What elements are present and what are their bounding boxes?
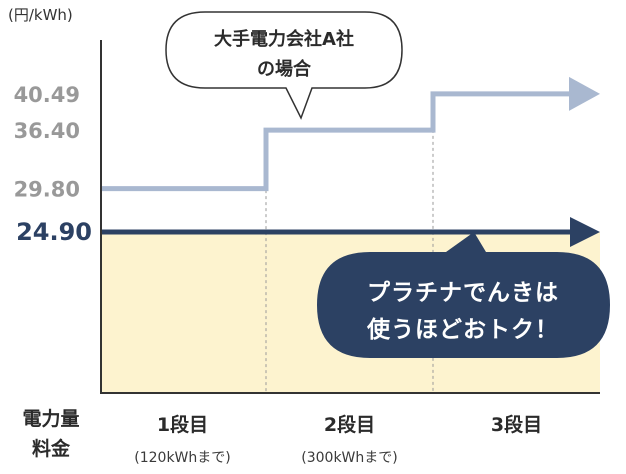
category-label: 2段目 xyxy=(324,413,375,436)
callout-text: の場合 xyxy=(257,58,312,80)
y-tick-label: 40.49 xyxy=(14,83,80,107)
callout-bubble-shape xyxy=(165,11,403,120)
x-axis-label: 電力量 xyxy=(22,407,79,430)
y-tick-label: 29.80 xyxy=(14,178,80,202)
promo-text: 使うほどおトク！ xyxy=(366,317,559,343)
flat-line-arrowhead xyxy=(570,217,600,247)
y-axis-unit: (円/kWh) xyxy=(8,6,73,24)
callout-text: 大手電力会社A社 xyxy=(214,28,354,50)
promo-bubble-shape xyxy=(317,232,610,358)
category-label: 1段目 xyxy=(157,413,208,436)
y-tick-label: 36.40 xyxy=(14,119,80,143)
promo-text: プラチナでんきは xyxy=(367,280,559,306)
category-sublabel: (300kWhまで) xyxy=(301,450,397,466)
x-axis-label: 料金 xyxy=(32,437,71,460)
y-tick-label: 24.90 xyxy=(16,218,92,246)
step-line-arrowhead xyxy=(569,76,600,111)
category-label: 3段目 xyxy=(491,413,542,436)
category-sublabel: (120kWhまで) xyxy=(134,450,230,466)
step-price-line xyxy=(101,91,570,192)
